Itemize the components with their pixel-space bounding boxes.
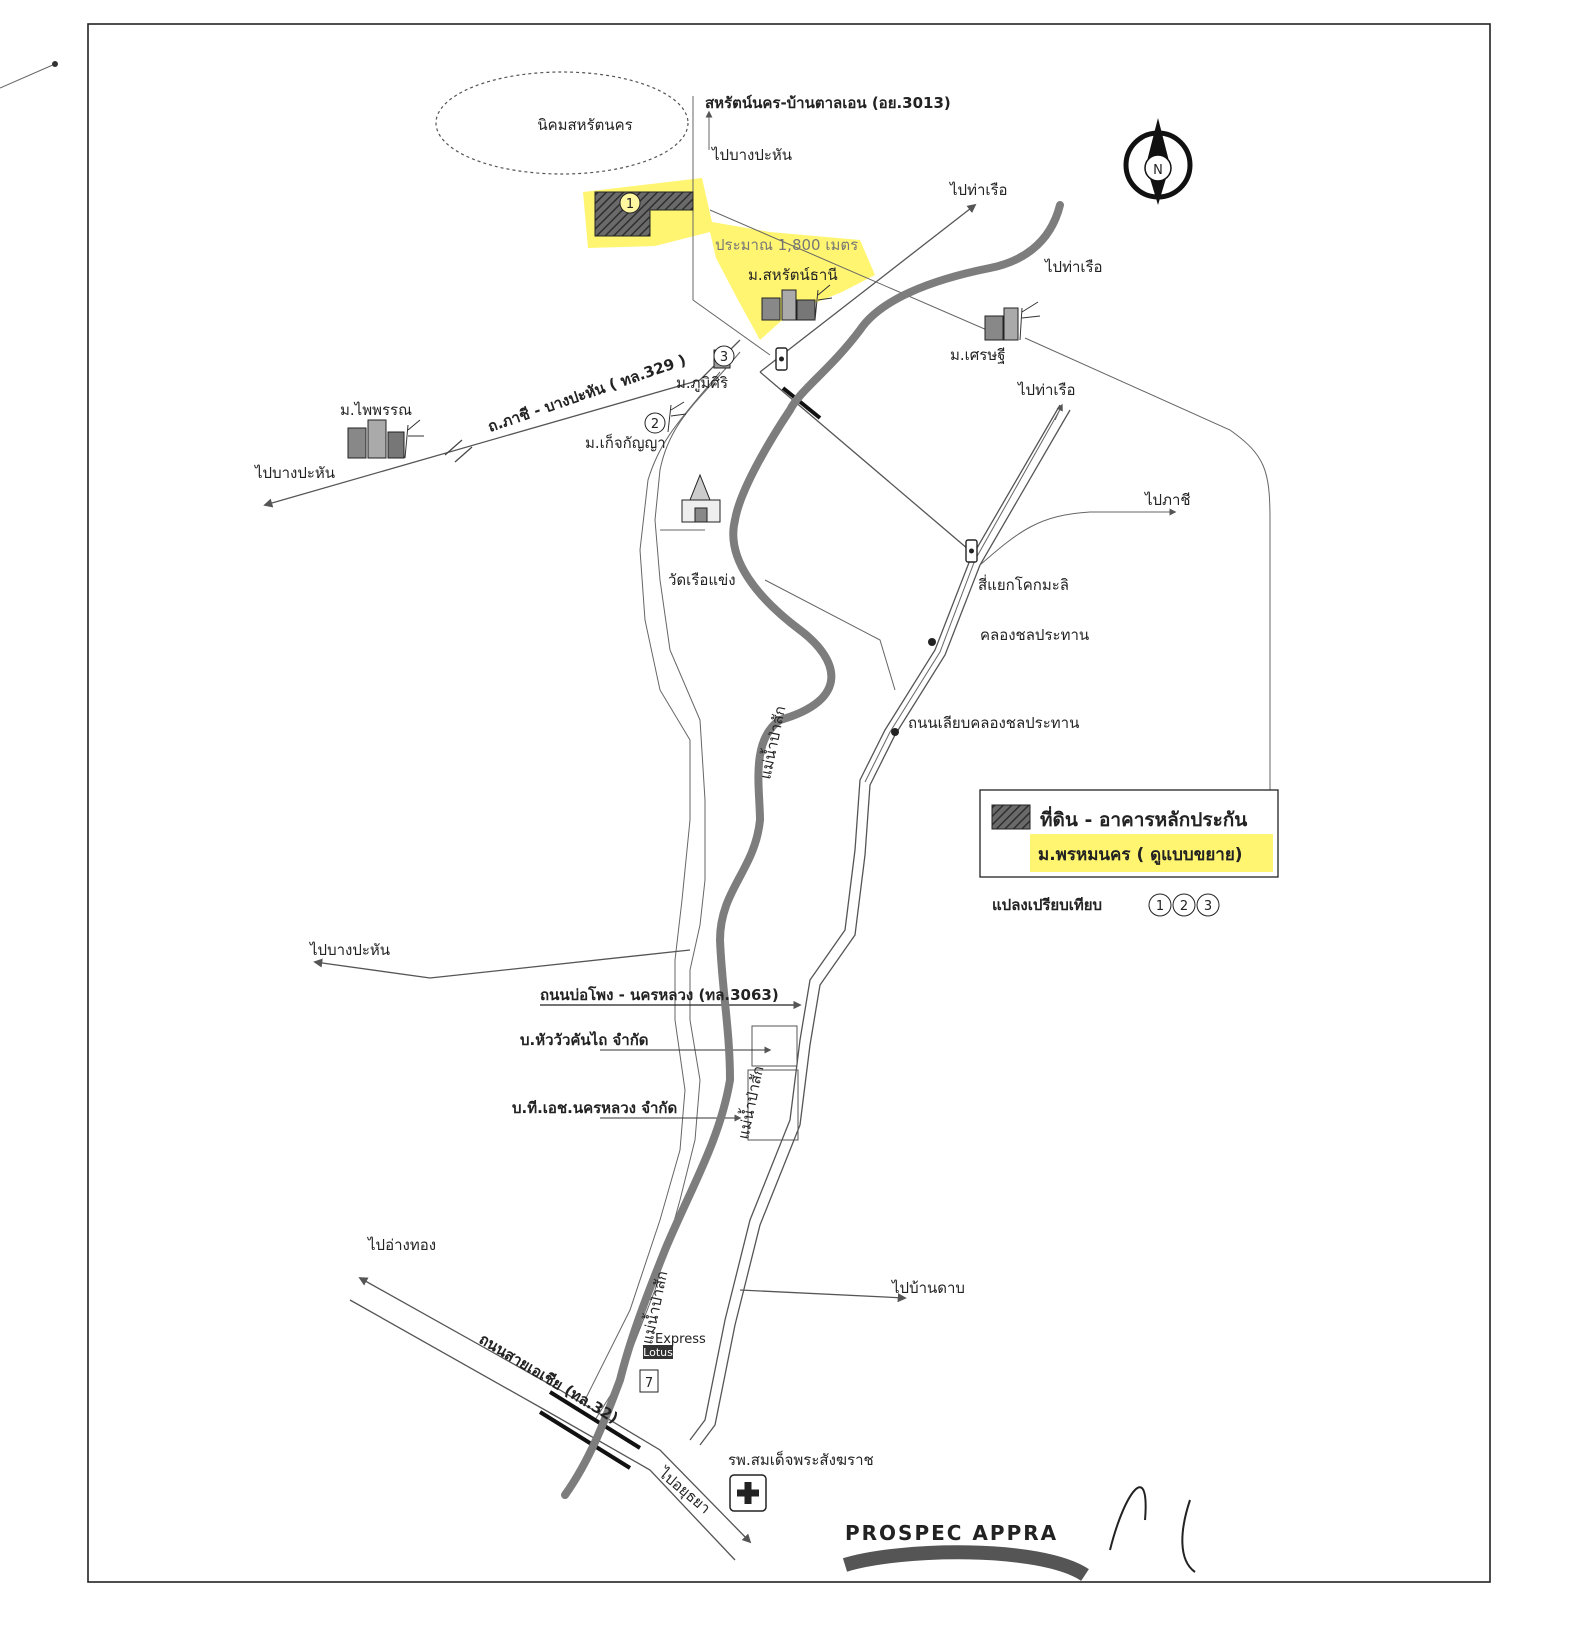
compass-n-label: N	[1153, 163, 1163, 178]
hospital-icon	[729, 1474, 767, 1512]
highway-32-a	[358, 1277, 752, 1544]
label-four-way: สี่แยกโคกมะลิ	[978, 574, 1069, 594]
label-to-ang-thong: ไปอ่างทอง	[367, 1236, 436, 1254]
company-parcel-1	[751, 1025, 798, 1067]
map-frame	[87, 23, 1491, 1583]
compass-rose: N	[1123, 118, 1193, 205]
road-cut	[444, 439, 473, 463]
label-to-ayutthaya: ไปอยุธยา	[654, 1464, 714, 1519]
marker-3-circle	[713, 345, 735, 367]
seven-eleven-icon	[639, 1369, 659, 1393]
marker-3-label: 3	[720, 350, 728, 365]
village-icon-sahat-thani	[761, 284, 833, 321]
label-industrial-estate: นิคมสหรัตนคร	[537, 116, 632, 134]
scan-dot	[52, 61, 58, 67]
scan-mark	[0, 63, 56, 89]
legend-compare-1-circle	[1148, 893, 1172, 917]
marker-2-circle	[644, 412, 666, 434]
road-west-branch-2	[584, 371, 721, 1401]
signature-scrawl	[1109, 1486, 1196, 1573]
legend-compare-1: 1	[1156, 899, 1164, 914]
label-road-3063: ถนนบ่อโพง - นครหลวง (ทล.3063)	[540, 985, 779, 1004]
temple-icon	[681, 473, 721, 523]
label-to-bang-pahan-left: ไปบางปะหัน	[254, 464, 335, 482]
canal-dot-1	[928, 638, 936, 646]
road-to-ban-tap	[739, 1289, 907, 1303]
lotus-label: Lotus	[643, 1346, 673, 1359]
road-rail	[781, 386, 822, 420]
marker-2-label: 2	[651, 417, 659, 432]
stamp-text: PROSPEC APPRA	[845, 1521, 1058, 1545]
label-wat: วัดเรือแข่ง	[668, 571, 736, 589]
label-setthi: ม.เศรษฐี	[950, 346, 1006, 364]
traffic-light-2	[965, 539, 978, 563]
highlight-legend-project	[1030, 834, 1273, 872]
legend-box	[979, 789, 1279, 878]
legend-land-label: ที่ดิน - อาคารหลักประกัน	[1040, 806, 1247, 831]
road-to-phachi	[979, 508, 1177, 566]
label-to-tha-ruea-2: ไปท่าเรือ	[1044, 258, 1103, 276]
industrial-estate-outline	[435, 71, 689, 175]
label-to-bang-pahan-top: ไปบางปะหัน	[711, 146, 792, 164]
legend: ที่ดิน - อาคารหลักประกัน ม.พรหมนคร ( ดูแ…	[979, 789, 1279, 917]
label-phumsiri: ม.ภูมิศิริ	[676, 374, 728, 392]
label-to-tha-ruea-1: ไปท่าเรือ	[949, 181, 1008, 199]
label-express: Express	[655, 1332, 706, 1347]
road-to-tha-ruea-3-arrow	[1054, 403, 1063, 421]
tree-icon-kejkanya	[667, 401, 687, 433]
label-distance: ประมาณ 1,800 เมตร	[715, 236, 858, 254]
road-to-tha-ruea-1	[759, 203, 977, 373]
road-setthi-loop	[1024, 337, 1271, 790]
label-company-2: บ.ที.เอช.นครหลวง จำกัด	[512, 1099, 677, 1117]
legend-project-label: ม.พรหมนคร ( ดูแบบขยาย)	[1038, 845, 1243, 866]
marker-1-circle	[619, 192, 641, 214]
river-pasak	[561, 201, 1064, 1499]
label-phaiphan: ม.ไพพรรณ	[340, 401, 412, 419]
highway-32-bridge	[538, 1390, 642, 1470]
label-to-ban-tap: ไปบ้านดาบ	[891, 1279, 965, 1297]
label-canal-road: ถนนเลียบคลองชลประทาน	[908, 714, 1079, 732]
seven-eleven-label: 7	[645, 1376, 653, 1391]
road-3013	[692, 96, 771, 356]
road-sahat-setthi	[709, 209, 1011, 341]
label-hospital: รพ.สมเด็จพระสังฆราช	[728, 1450, 874, 1469]
traffic-light-1	[775, 347, 788, 371]
label-road-top: สหรัตน์นคร-บ้านตาลเอน (อย.3013)	[705, 94, 951, 112]
label-kejkanya: ม.เก็จกัญญา	[585, 433, 666, 452]
village-icon-setthi	[984, 301, 1041, 341]
legend-compare-label: แปลงเปรียบเทียบ	[992, 896, 1102, 914]
marker-1-label: 1	[626, 197, 634, 212]
legend-compare-3-circle	[1196, 893, 1220, 917]
label-to-bang-pahan-mid: ไปบางปะหัน	[309, 941, 390, 959]
legend-hatch-swatch	[991, 804, 1031, 830]
legend-compare-2-circle	[1172, 893, 1196, 917]
label-company-1: บ.หัววัวคันไถ จำกัด	[520, 1030, 649, 1049]
legend-compare-3: 3	[1204, 899, 1212, 914]
road-canal-2	[699, 409, 1071, 1446]
label-to-tha-ruea-3: ไปท่าเรือ	[1017, 381, 1076, 399]
company-parcel-2	[747, 1069, 799, 1141]
canal-dot-2	[891, 728, 899, 736]
label-sahat-thani: ม.สหรัตน์ธานี	[748, 266, 838, 284]
village-icon-phaiphan	[347, 419, 424, 459]
lotus-icon	[643, 1345, 673, 1359]
road-kokmali-east	[764, 579, 896, 691]
label-to-phachi: ไปภาชี	[1144, 491, 1191, 509]
road-to-bang-pahan-mid	[313, 949, 691, 979]
legend-compare-2: 2	[1180, 899, 1188, 914]
stamp-arc	[842, 1545, 1089, 1582]
label-canal: คลองชลประทาน	[980, 626, 1089, 644]
label-river-2: แม่น้ำป่าสัก	[732, 1064, 767, 1141]
road-canal-3	[864, 405, 1063, 783]
road-west-branch	[594, 351, 741, 1421]
